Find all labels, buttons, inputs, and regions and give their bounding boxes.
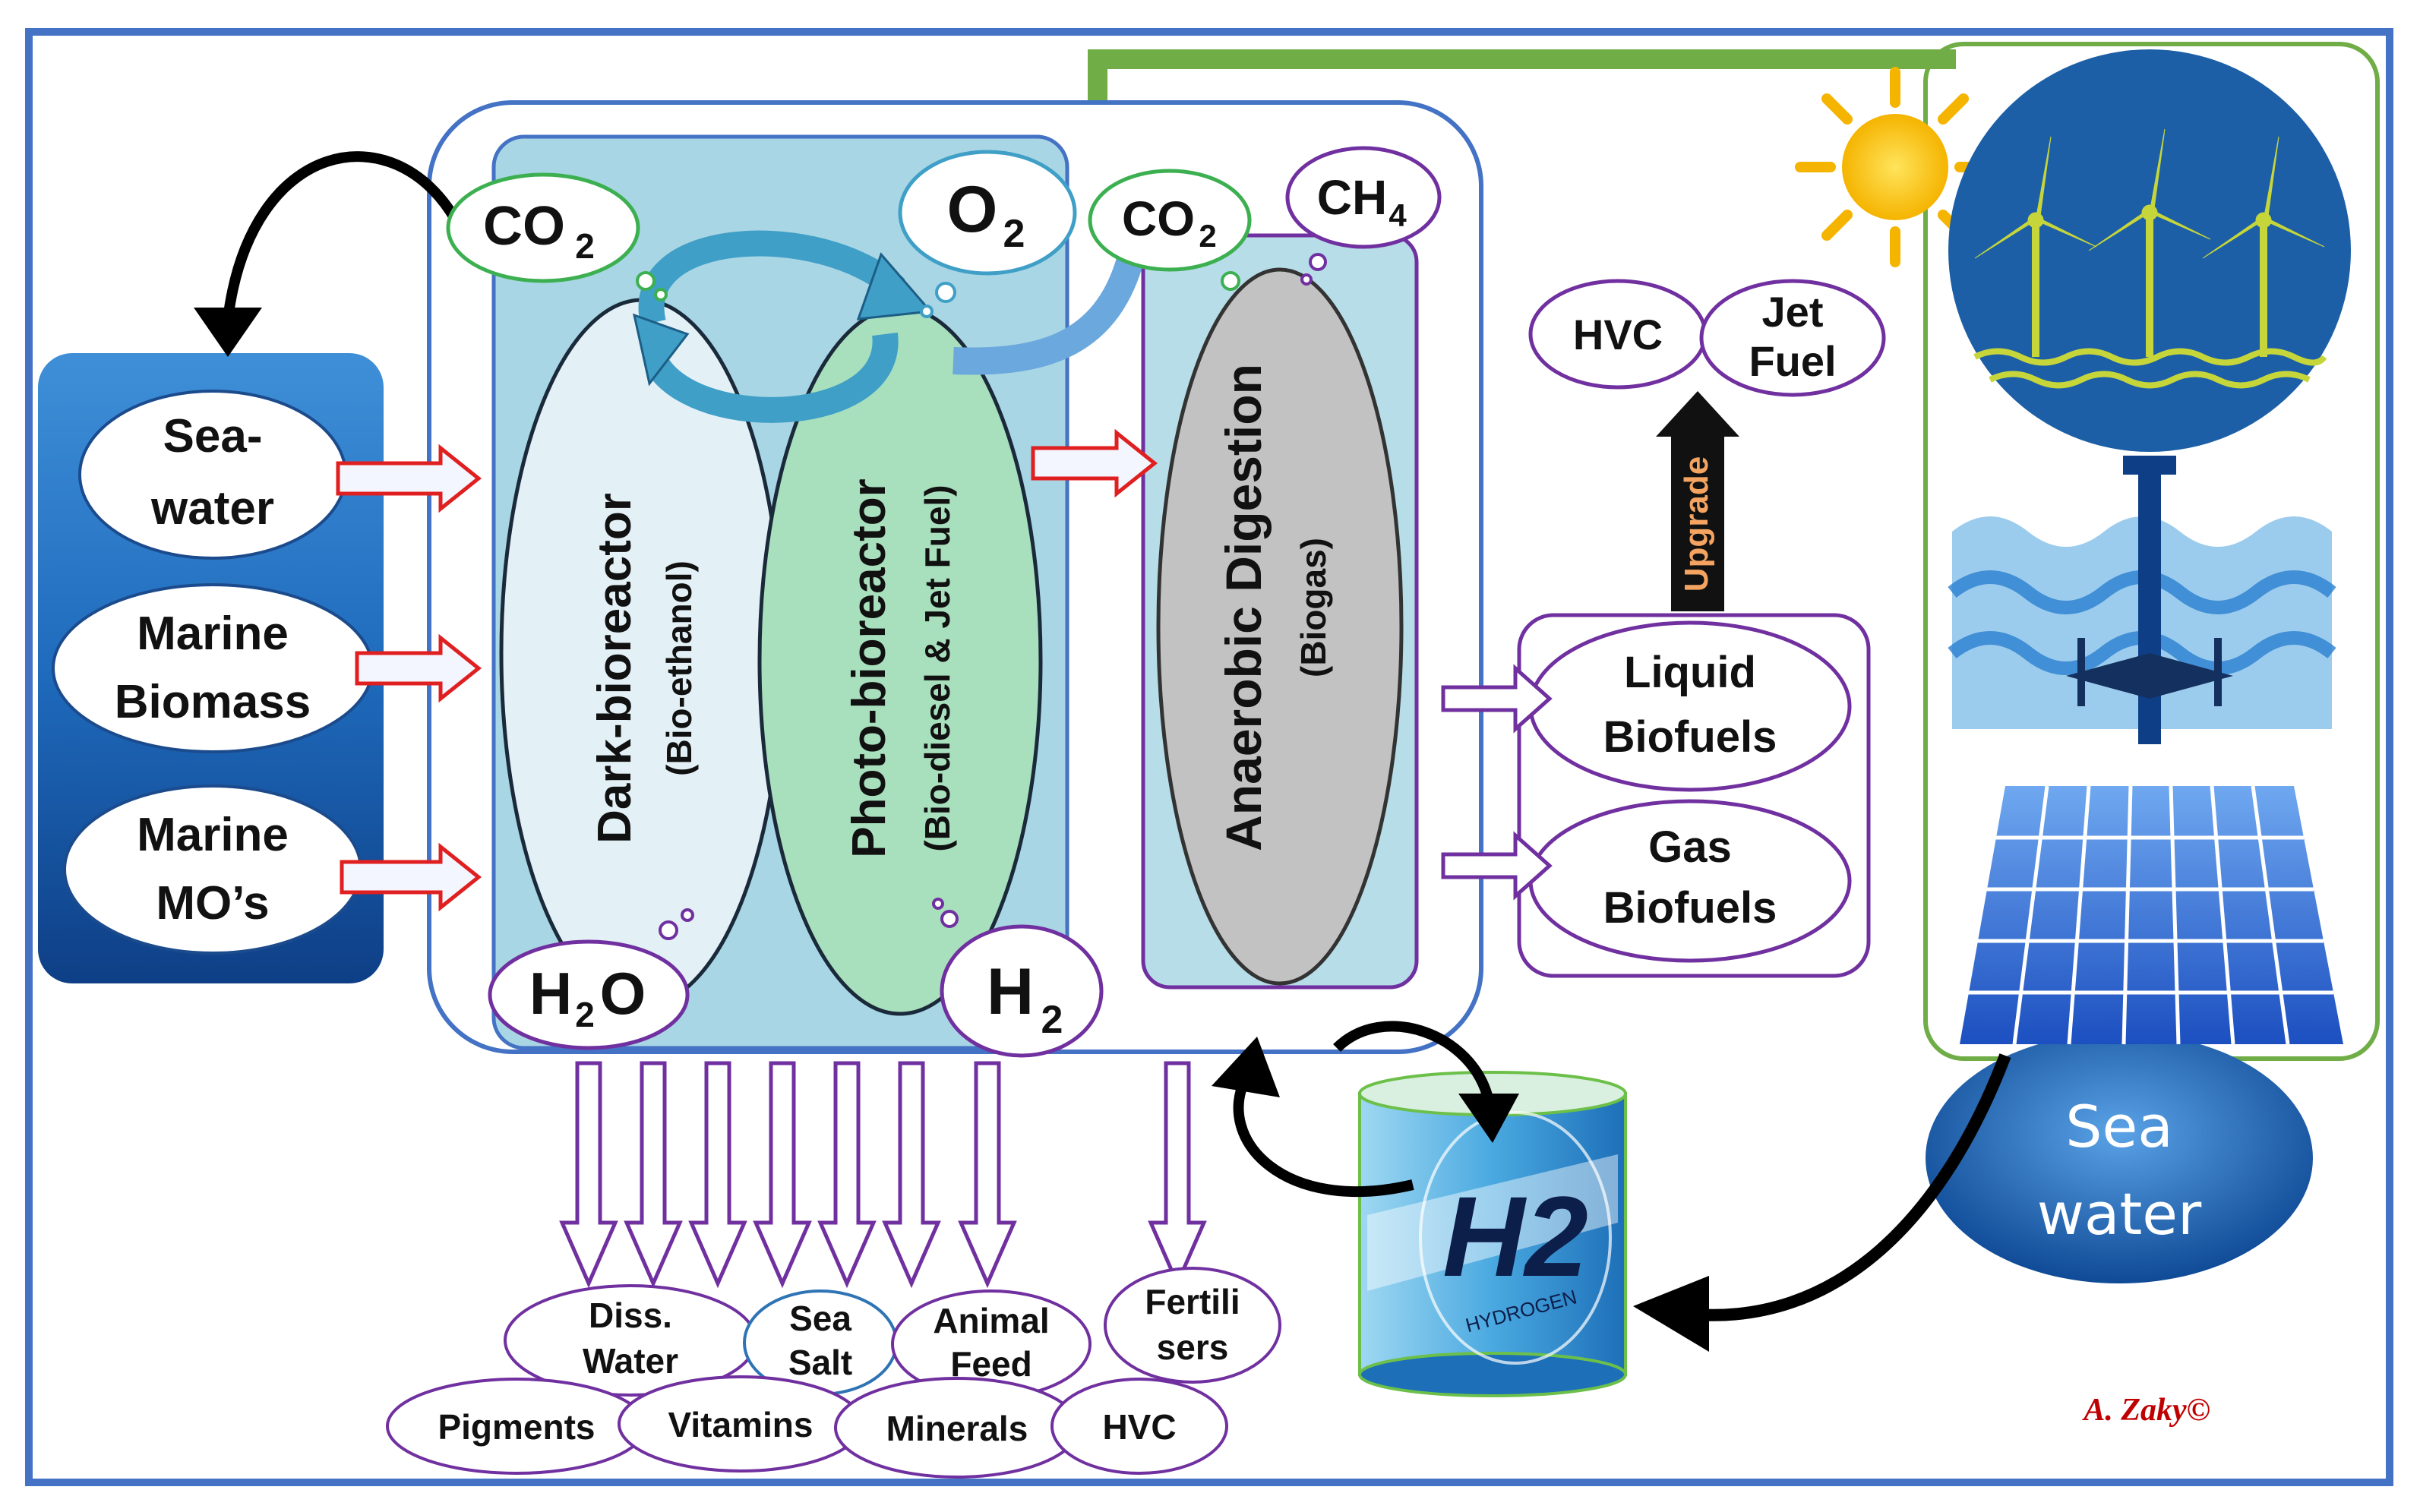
h2o-h-label: H (529, 960, 572, 1027)
seawater-arrow (336, 443, 482, 513)
marine-biomass-label-2: Biomass (115, 676, 311, 728)
h2-bubble: H 2 (932, 898, 1104, 1058)
product-vitamins: Vitamins (618, 1375, 864, 1473)
product-arrows (559, 1061, 1207, 1289)
product-hvc: HVC (1050, 1378, 1228, 1475)
co2-to-photo-arrow (953, 251, 1145, 375)
upgrade-hvc-label: HVC (1573, 311, 1663, 358)
dark-bioreactor-title: Dark-bioreactor (589, 493, 641, 844)
input-arrows (336, 428, 1158, 912)
sea-salt-label-2: Salt (788, 1343, 852, 1382)
animal-feed-label-1: Animal (933, 1301, 1049, 1340)
photo-bioreactor-title: Photo-bioreactor (843, 478, 896, 857)
diss-water-label-2: Water (583, 1341, 678, 1381)
product-pigments: Pigments (386, 1378, 647, 1475)
seawater-to-tank-arrow (1685, 1053, 2011, 1321)
ch4-bubble: CH 4 (1285, 146, 1442, 286)
co2-bubble-right: CO 2 (1088, 169, 1252, 291)
upgrade-arrow: Upgrade (1656, 391, 1739, 611)
sea-salt-label-1: Sea (789, 1299, 851, 1338)
product-minerals: Minerals (834, 1377, 1080, 1479)
jet-fuel-label-2: Fuel (1749, 337, 1836, 385)
author-credit: A. Zaky© (2081, 1393, 2210, 1428)
h2-to-process-arrowhead (1212, 1037, 1280, 1097)
solar-panel-icon (1960, 785, 2343, 1045)
o2-label: O (947, 173, 998, 246)
pigments-label: Pigments (438, 1407, 595, 1447)
co2-left-label: CO (483, 196, 565, 257)
fertilisers-label-2: sers (1157, 1327, 1229, 1367)
photo-bioreactor-sub: (Bio-diesel & Jet Fuel) (918, 485, 957, 851)
liquid-arrow (1441, 664, 1553, 734)
anaerobic-sub: (Biogas) (1294, 538, 1333, 677)
product-diss-water: Diss. Water (504, 1284, 757, 1397)
minerals-label: Minerals (886, 1409, 1028, 1448)
exchange-arrow-bottom (646, 332, 899, 423)
liquid-biofuels-label-1: Liquid (1624, 648, 1756, 697)
h2o-o-label: O (600, 960, 646, 1027)
liquid-biofuels: Liquid Biofuels (1528, 620, 1852, 792)
co2-bubble-left: CO 2 (446, 172, 668, 301)
vitamins-label: Vitamins (668, 1405, 814, 1444)
input-seawater: Sea- water (78, 390, 347, 560)
product-fertilisers: Fertili sers (1104, 1267, 1281, 1384)
gas-biofuels: Gas Biofuels (1528, 799, 1852, 963)
jet-fuel-label-1: Jet (1762, 288, 1824, 336)
h2-sub: 2 (1041, 998, 1063, 1042)
anaerobic-digester (1156, 267, 1404, 986)
tank-h2-logo: H2 (1442, 1173, 1588, 1300)
diss-water-label-1: Diss. (589, 1296, 672, 1335)
exchange-arrowhead-bottom (632, 313, 690, 387)
exchange-arrow-top (638, 230, 905, 326)
sea-water-label-1: Sea (2065, 1093, 2173, 1160)
anaerobic-title: Anaerobic Digestion (1215, 364, 1272, 851)
exchange-arrowhead-top (856, 252, 934, 320)
h2-label: H (987, 955, 1034, 1028)
mos-arrow (340, 842, 482, 912)
hydrogen-tank: H2 HYDROGEN (1358, 1071, 1627, 1397)
seawater-to-tank-arrowhead (1633, 1276, 1709, 1352)
seawater-label-2: water (150, 482, 274, 535)
hvc-product-label: HVC (1102, 1407, 1176, 1447)
marine-mos-label-1: Marine (137, 809, 289, 861)
renewable-energy-arrow (1088, 49, 1956, 110)
dark-bioreactor-sub: (Bio-ethanol) (659, 560, 699, 776)
sea-water-label-2: water (2037, 1180, 2202, 1248)
biomass-arrow (355, 633, 482, 703)
biofuel-arrows (1441, 664, 1553, 901)
input-marine-biomass: Marine Biomass (52, 583, 374, 753)
co2-left-sub: 2 (575, 226, 595, 266)
h2o-bubble: H 2 O (488, 908, 694, 1050)
h2-to-process-arrow (1233, 1075, 1414, 1198)
seawater-label-1: Sea- (163, 410, 263, 462)
h2o-sub: 2 (575, 995, 595, 1034)
gas-biofuels-label-2: Biofuels (1603, 883, 1777, 933)
sea-water-source: Sea water (1926, 1033, 2313, 1283)
ch4-sub: 4 (1388, 197, 1407, 233)
to-digester-arrow (1031, 428, 1158, 498)
ch4-label: CH (1317, 170, 1387, 225)
marine-biomass-label-1: Marine (137, 608, 289, 660)
process-to-tank-arrow (1333, 1021, 1494, 1103)
process-to-tank-arrowhead (1458, 1094, 1519, 1143)
co2-right-label: CO (1122, 191, 1195, 246)
liquid-biofuels-label-2: Biofuels (1603, 712, 1777, 762)
wind-turbines-icon (1948, 49, 2351, 452)
gas-biofuels-label-1: Gas (1648, 822, 1732, 872)
upgrade-label: Upgrade (1678, 456, 1715, 592)
co2-right-sub: 2 (1199, 218, 1216, 254)
co2-recycle-arrow (223, 151, 461, 320)
gas-arrow (1441, 831, 1553, 901)
tidal-turbine-icon (1948, 456, 2336, 744)
o2-sub: 2 (1003, 212, 1025, 256)
input-marine-mos: Marine MO’s (63, 784, 362, 955)
upgrade-products: HVC Jet Fuel (1528, 279, 1886, 397)
o2-bubble: O 2 (898, 150, 1077, 318)
product-animal-feed: Animal Feed (891, 1289, 1092, 1399)
marine-mos-label-2: MO’s (156, 877, 269, 930)
co2-recycle-arrowhead (194, 308, 262, 357)
fertilisers-label-1: Fertili (1145, 1282, 1240, 1321)
